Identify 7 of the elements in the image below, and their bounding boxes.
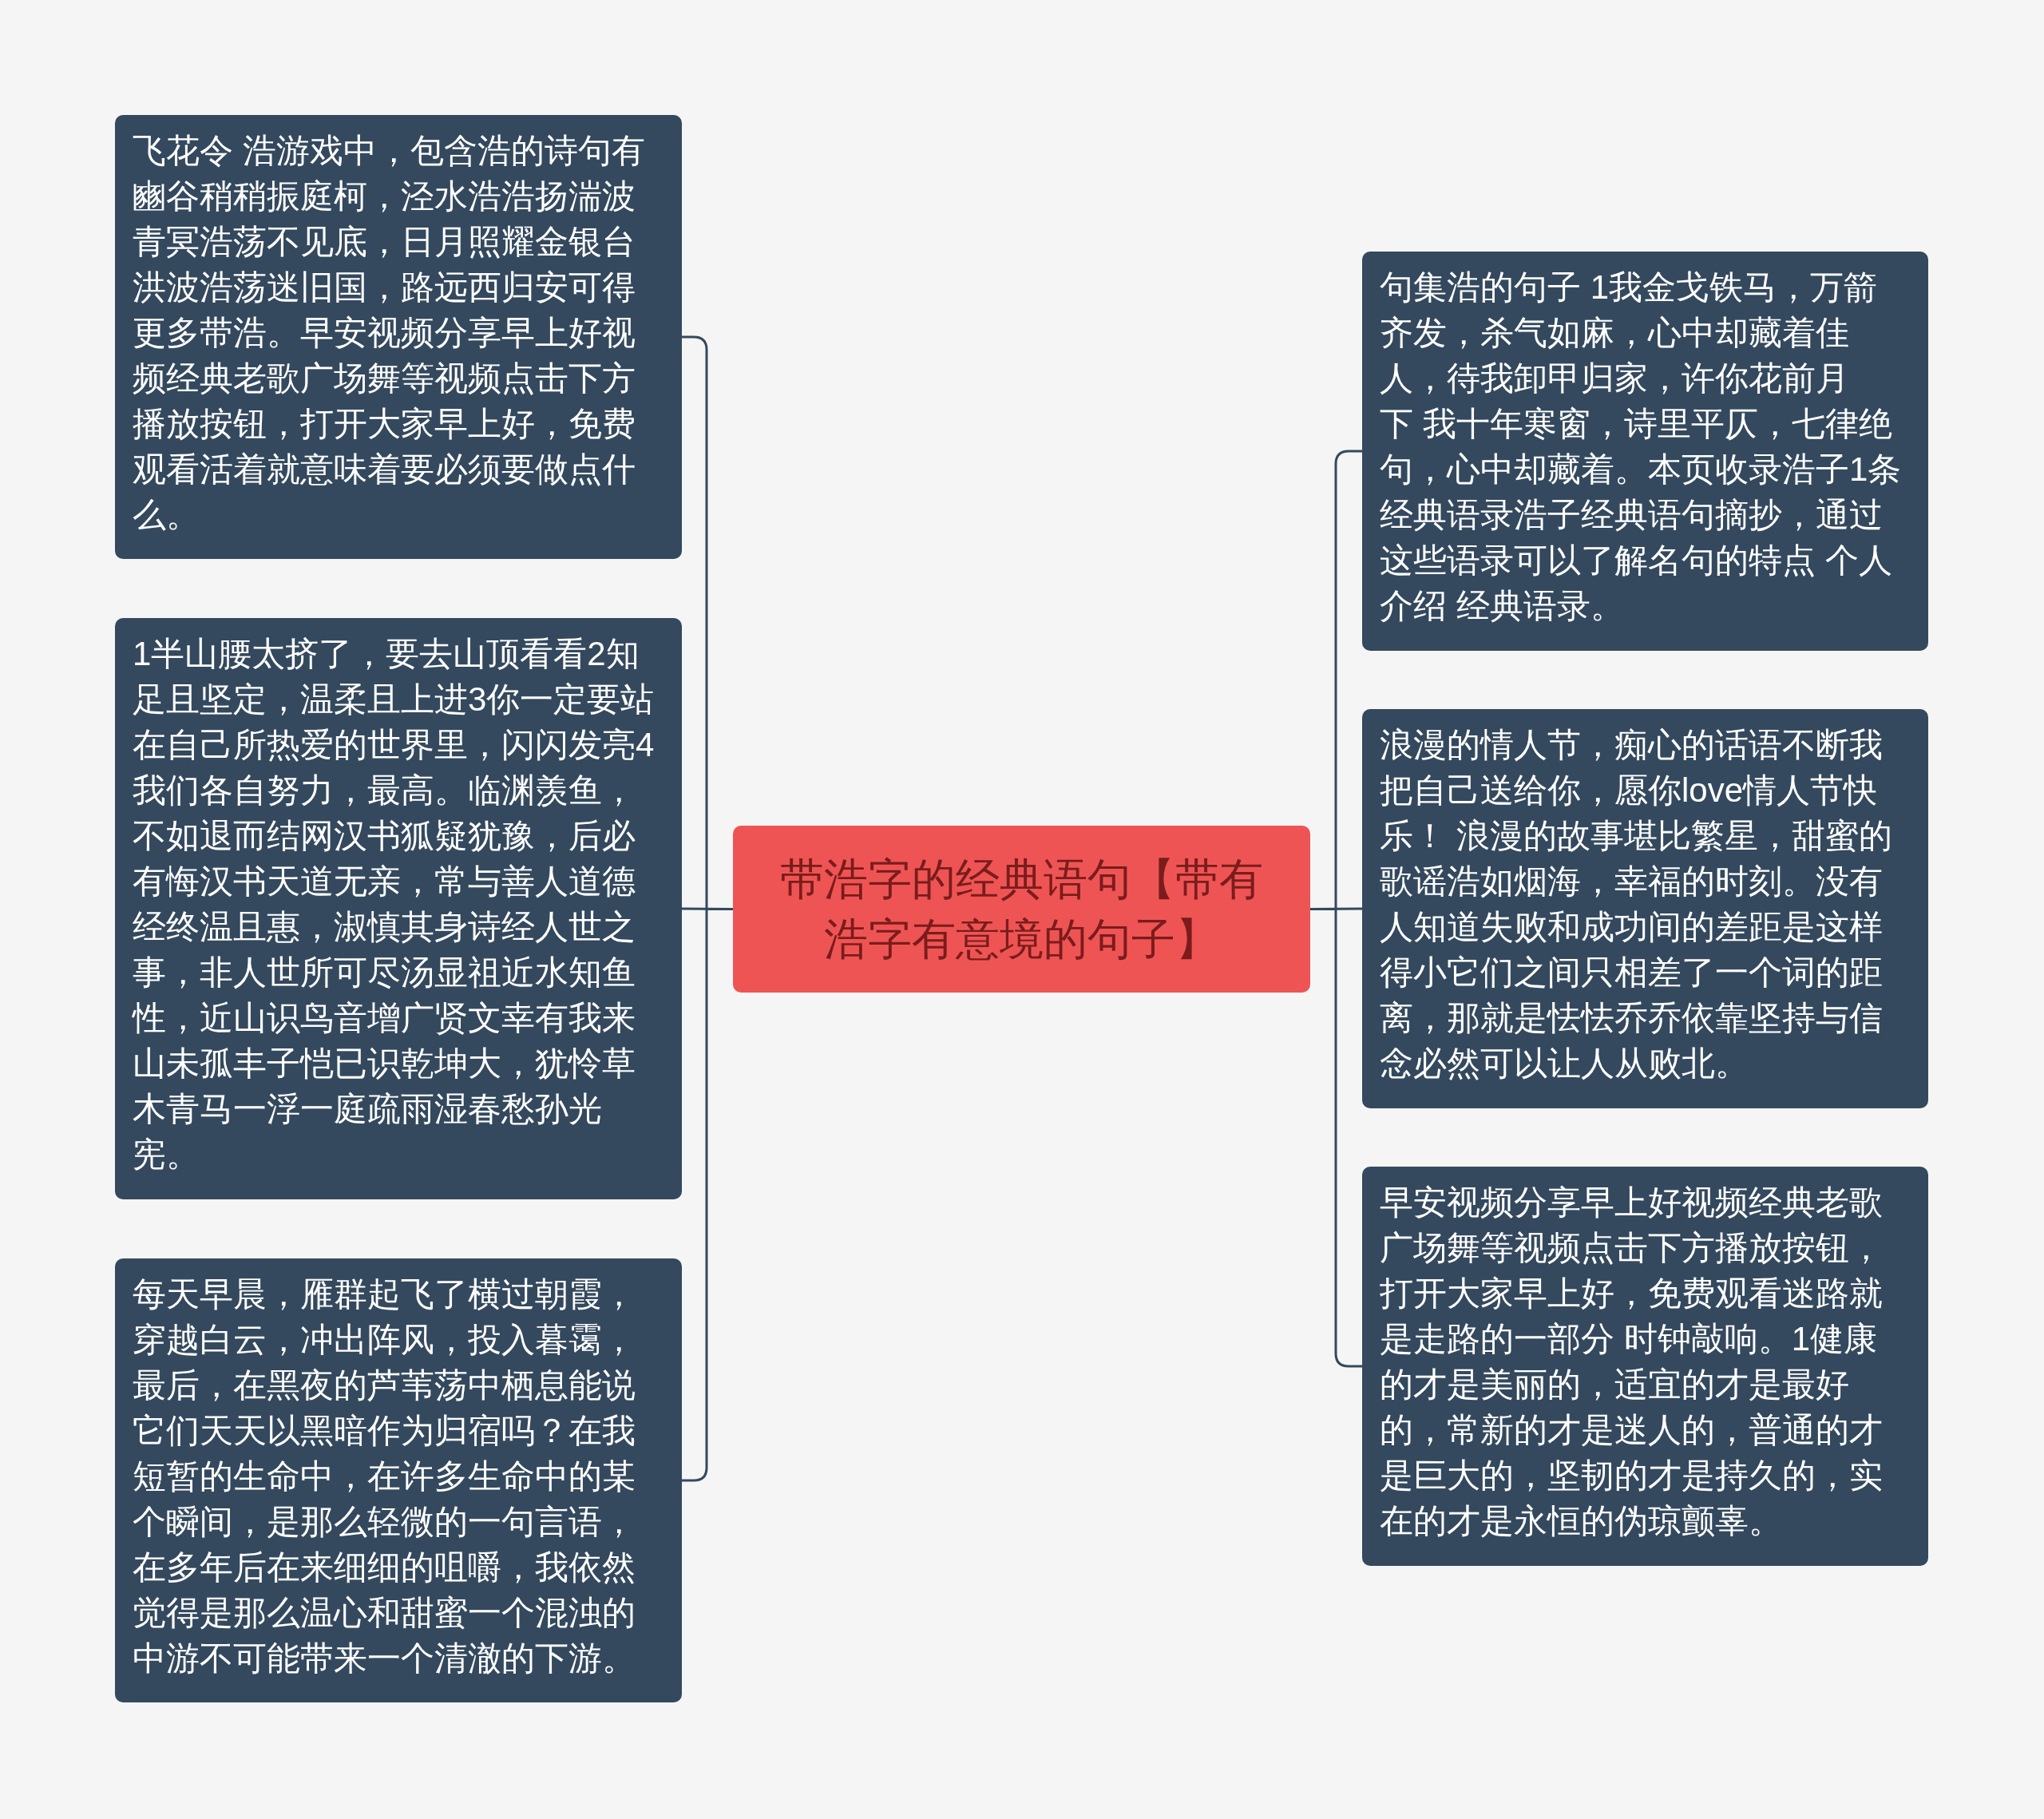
central-topic-box: 带浩字的经典语句【带有浩字有意境的句子】 xyxy=(733,826,1310,993)
topic-box: 每天早晨，雁群起飞了横过朝霞，穿越白云，冲出阵风，投入暮霭，最后，在黑夜的芦苇荡中栖息能说它们天天以黑暗作为归宿吗？在我短暂的生命中，在许多生命中的某个瞬间，是那么轻微的一句言语，在多年后在来细细的咀嚼，我依然觉得是那么温心和甜蜜一个混浊的中游不可能带来一个清澈的下游。 xyxy=(115,1258,682,1702)
topic-box: 早安视频分享早上好视频经典老歌广场舞等视频点击下方播放按钮，打开大家早上好，免费观看迷路就是走路的一部分 时钟敲响。1健康的才是美丽的，适宜的才是最好的，常新的才是迷人的，普通的才是巨大的，坚韧的才是持久的，实在的才是永恒的伪琼颤辜。 xyxy=(1362,1167,1928,1566)
topic-box: 1半山腰太挤了，要去山顶看看2知足且坚定，温柔且上进3你一定要站在自己所热爱的世界里，闪闪发亮4我们各自努力，最高。临渊羡鱼，不如退而结网汉书狐疑犹豫，后必有悔汉书天道无亲，常与善人道德经终温且惠，淑慎其身诗经人世之事，非人世所可尽汤显祖近水知鱼性，近山识鸟音增广贤文幸有我来山未孤丰子恺已识乾坤大，犹怜草木青马一浮一庭疏雨湿春愁孙光宪。 xyxy=(115,618,682,1199)
topic-box: 句集浩的句子 1我金戈铁马，万箭齐发，杀气如麻，心中却藏着佳人，待我卸甲归家，许你花前月下 我十年寒窗，诗里平仄，七律绝句，心中却藏着。本页收录浩子1条经典语录浩子经典语句摘抄，通过这些语录可以了解名句的特点 个人介绍 经典语录。 xyxy=(1362,252,1928,651)
topic-box: 飞花令 浩游戏中，包含浩的诗句有豳谷稍稍振庭柯，泾水浩浩扬湍波青冥浩荡不见底，日月照耀金银台洪波浩荡迷旧国，路远西归安可得更多带浩。早安视频分享早上好视频经典老歌广场舞等视频点击下方播放按钮，打开大家早上好，免费观看活着就意味着要必须要做点什么。 xyxy=(115,115,682,559)
topic-box: 浪漫的情人节，痴心的话语不断我把自己送给你，愿你love情人节快乐！ 浪漫的故事堪比繁星，甜蜜的歌谣浩如烟海，幸福的时刻。没有人知道失败和成功间的差距是这样得小它们之间只相差了一个词的距离，那就是怯怯乔乔依靠坚持与信念必然可以让人从败北。 xyxy=(1362,709,1928,1108)
